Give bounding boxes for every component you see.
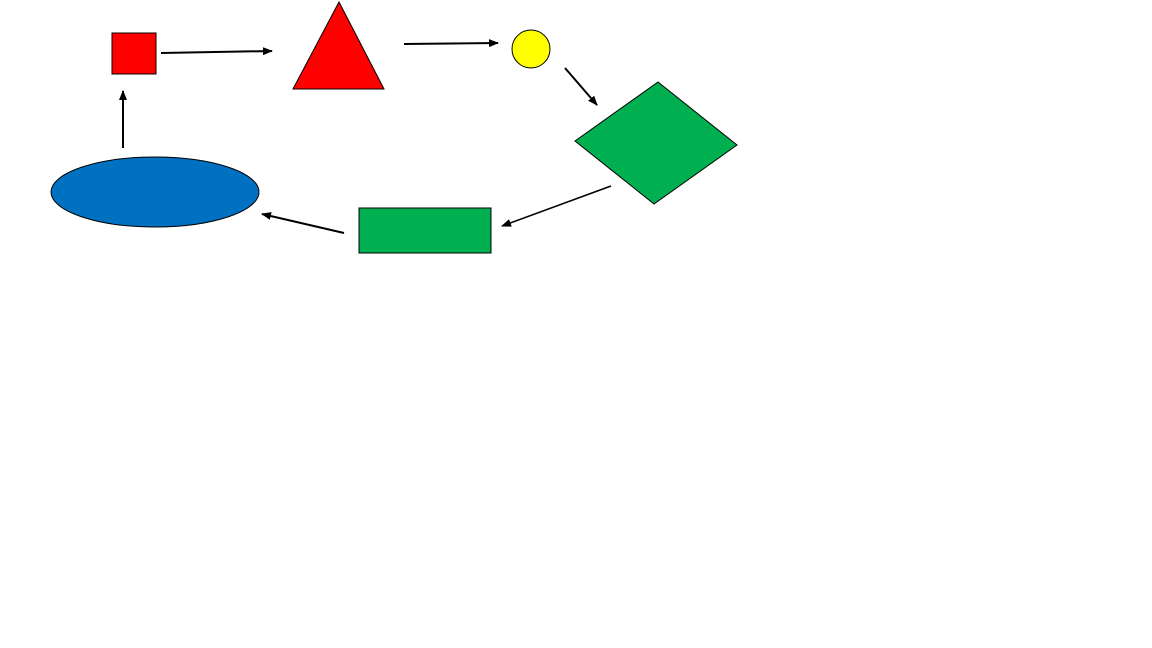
arrow-square-to-triangle — [160, 47, 273, 56]
arrow-diamond-to-rectangle — [501, 185, 612, 227]
arrow-triangle-to-circle — [403, 39, 499, 48]
red-triangle-shape — [292, 0, 385, 90]
shapes-layer — [50, 0, 738, 254]
red-square-shape — [111, 32, 157, 75]
arrow-rectangle-to-ellipse — [261, 212, 345, 234]
blue-ellipse-shape — [50, 156, 260, 228]
arrows-layer — [119, 39, 612, 234]
arrow-circle-to-diamond — [564, 67, 598, 106]
yellow-circle-shape — [511, 29, 551, 69]
green-diamond-shape — [574, 81, 738, 205]
green-rectangle-shape — [358, 207, 492, 254]
